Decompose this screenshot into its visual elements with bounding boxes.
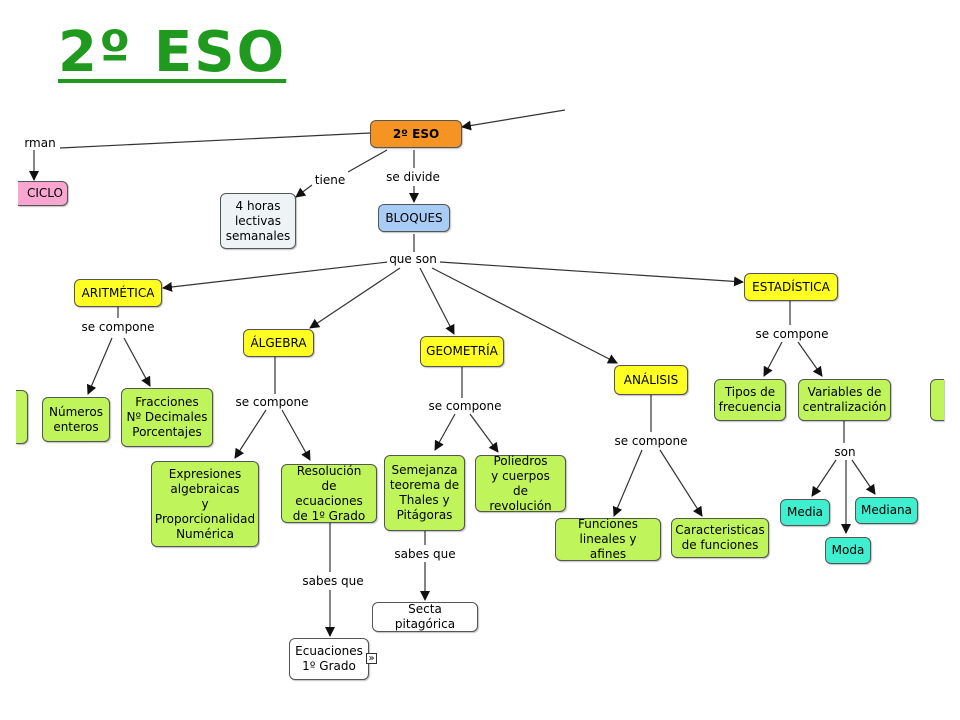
edge-tiene-horas bbox=[295, 184, 313, 198]
node-aritmetica[interactable]: ARITMÉTICA bbox=[74, 279, 162, 307]
node-estadistica[interactable]: ESTADÍSTICA bbox=[744, 273, 838, 301]
node-geometria[interactable]: GEOMETRÍA bbox=[420, 336, 504, 367]
label-sabes-que-geometria: sabes que bbox=[392, 547, 458, 561]
label-tiene: tiene bbox=[312, 173, 348, 187]
edge-compone-fracciones bbox=[123, 337, 151, 387]
node-semejanza[interactable]: Semejanza teorema de Thales y Pitágoras bbox=[384, 455, 465, 531]
node-root[interactable]: 2º ESO bbox=[370, 120, 462, 148]
page-title: 2º ESO bbox=[58, 20, 287, 85]
node-left-partial bbox=[16, 390, 28, 444]
node-poliedros[interactable]: Poliedros y cuerpos de revolución bbox=[475, 454, 566, 513]
node-analisis[interactable]: ANÁLISIS bbox=[614, 365, 688, 395]
node-variables[interactable]: Variables de centralización bbox=[798, 379, 891, 421]
edge-compone-numeros bbox=[86, 337, 113, 395]
node-ciclo[interactable]: CICLO bbox=[18, 181, 68, 206]
node-mediana[interactable]: Mediana bbox=[855, 497, 918, 524]
edge-son-mediana bbox=[851, 459, 876, 495]
edge-queson-geometria bbox=[419, 267, 455, 335]
label-compone-estadistica: se compone bbox=[753, 327, 831, 341]
edge-compone-variables bbox=[797, 341, 823, 377]
edge-son-media bbox=[811, 459, 837, 497]
edge-compone-funciones bbox=[612, 449, 643, 517]
edge-compone-poliedros bbox=[469, 413, 499, 453]
label-compone-analisis: se compone bbox=[612, 434, 690, 448]
expand-more-icon[interactable]: » bbox=[366, 653, 377, 664]
edge-compone-expresiones bbox=[234, 409, 267, 459]
label-compone-aritmetica: se compone bbox=[79, 320, 157, 334]
node-media[interactable]: Media bbox=[780, 499, 830, 526]
node-moda[interactable]: Moda bbox=[825, 537, 871, 564]
node-secta[interactable]: Secta pitagórica bbox=[372, 602, 478, 632]
label-son: son bbox=[832, 445, 858, 459]
label-que-son: que son bbox=[387, 252, 439, 266]
edge-incoming-root bbox=[461, 109, 566, 131]
node-caracteristicas[interactable]: Caracteristicas de funciones bbox=[671, 518, 769, 558]
label-forman: rman bbox=[22, 136, 58, 150]
node-horas[interactable]: 4 horas lectivas semanales bbox=[220, 193, 296, 249]
label-compone-algebra: se compone bbox=[233, 395, 311, 409]
node-bloques[interactable]: BLOQUES bbox=[378, 204, 450, 232]
edge-root-forman bbox=[59, 132, 371, 149]
edge-compone-semejanza bbox=[434, 413, 456, 451]
edge-compone-tipos bbox=[763, 341, 783, 377]
edge-root-tiene bbox=[347, 149, 388, 173]
label-sabes-que-algebra: sabes que bbox=[300, 574, 366, 588]
node-right-partial bbox=[930, 379, 944, 421]
node-numeros[interactable]: Números enteros bbox=[42, 397, 110, 442]
node-funciones[interactable]: Funciones lineales y afines bbox=[555, 517, 661, 561]
node-algebra[interactable]: ÁLGEBRA bbox=[243, 329, 314, 357]
edge-queson-estadistica bbox=[439, 261, 744, 287]
edge-queson-aritmetica bbox=[162, 261, 389, 292]
edge-compone-caracteristicas bbox=[659, 449, 703, 517]
edge-queson-algebra bbox=[309, 267, 401, 329]
label-compone-geometria: se compone bbox=[426, 399, 504, 413]
node-tipos[interactable]: Tipos de frecuencia bbox=[714, 379, 786, 421]
node-expresiones[interactable]: Expresiones algebraicas y Proporcionalid… bbox=[151, 461, 259, 547]
node-resolucion[interactable]: Resolución de ecuaciones de 1º Grado bbox=[281, 464, 377, 523]
edge-compone-resolucion bbox=[281, 409, 311, 461]
node-ecuaciones[interactable]: Ecuaciones 1º Grado bbox=[289, 638, 369, 680]
edge-queson-analisis bbox=[431, 267, 618, 364]
node-fracciones[interactable]: Fracciones Nº Decimales Porcentajes bbox=[121, 388, 213, 447]
label-se-divide: se divide bbox=[384, 170, 442, 184]
